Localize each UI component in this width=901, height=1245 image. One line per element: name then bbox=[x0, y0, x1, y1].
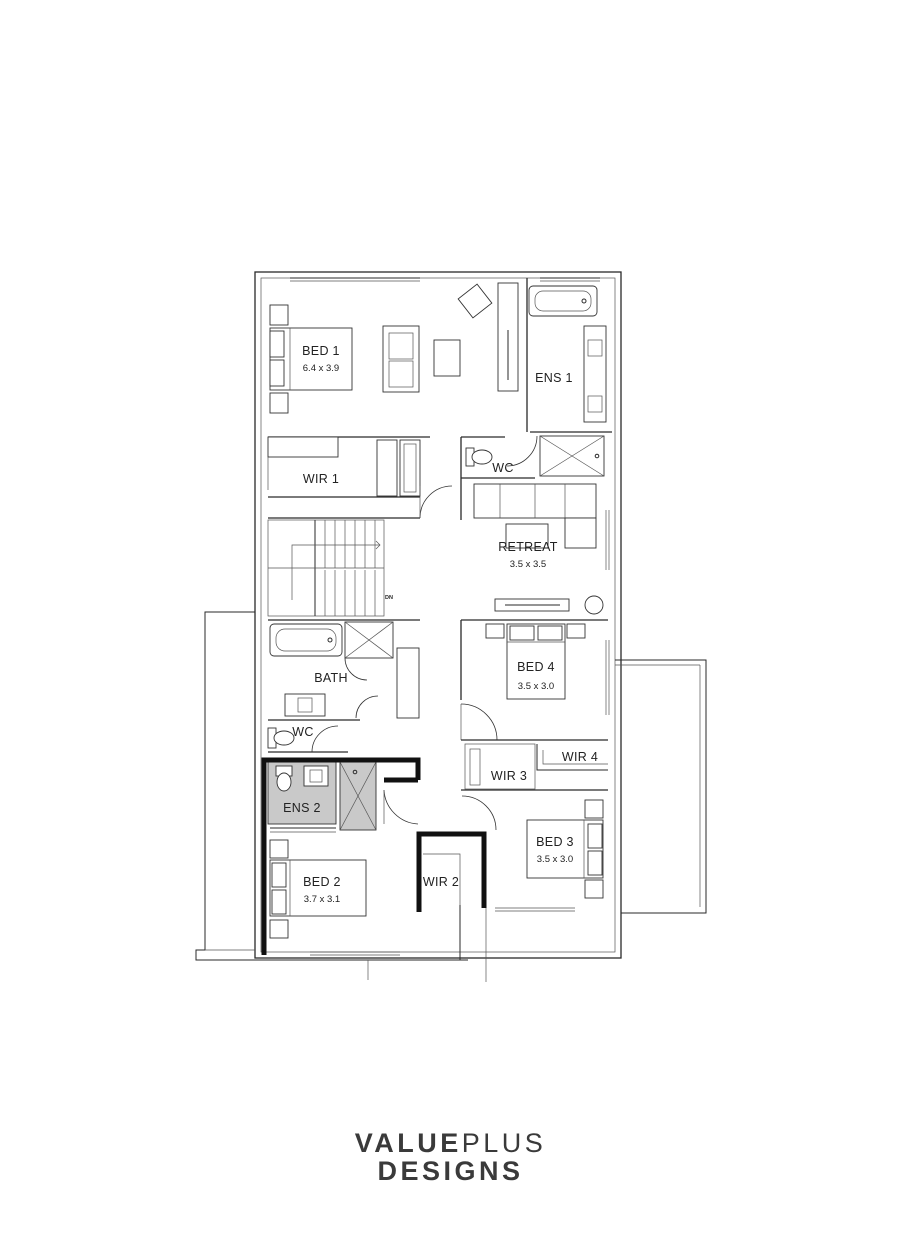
wir3-label: WIR 3 bbox=[491, 769, 527, 783]
wir4-room: WIR 4 bbox=[536, 744, 608, 771]
wir3-room: WIR 3 bbox=[461, 743, 608, 791]
stair: DN bbox=[267, 519, 393, 617]
brand-value: VALUE bbox=[354, 1128, 462, 1158]
brand-logo-line2: DESIGNS bbox=[377, 1156, 524, 1186]
wc-lower-toilet bbox=[273, 730, 295, 746]
retreat-table bbox=[505, 523, 549, 549]
ens2-label: ENS 2 bbox=[283, 801, 321, 815]
bed2-label: BED 2 bbox=[303, 875, 341, 889]
bed1-armchair bbox=[457, 283, 493, 319]
bed3-room: BED 3 3.5 x 3.0 bbox=[526, 799, 604, 899]
retreat-dims: 3.5 x 3.5 bbox=[510, 559, 546, 570]
wir1-label: WIR 1 bbox=[303, 472, 339, 486]
bath-tub bbox=[269, 623, 343, 657]
bed4-dims: 3.5 x 3.0 bbox=[518, 681, 554, 692]
retreat-room: RETREAT 3.5 x 3.5 bbox=[461, 483, 608, 621]
bed4-label: BED 4 bbox=[517, 660, 555, 674]
wc-lower-label: WC bbox=[292, 725, 313, 739]
bed2-room: BED 2 3.7 x 3.1 bbox=[269, 839, 367, 939]
ens1-label: ENS 1 bbox=[535, 371, 573, 385]
retreat-plant bbox=[584, 595, 604, 615]
wir1-room: WIR 1 bbox=[267, 436, 453, 519]
ens2-room: ENS 2 bbox=[267, 761, 377, 833]
bed2-dims: 3.7 x 3.1 bbox=[304, 894, 340, 905]
wir4-label: WIR 4 bbox=[562, 750, 598, 764]
wir2-room: WIR 2 bbox=[423, 853, 461, 905]
ens1-vanity bbox=[583, 325, 607, 423]
wc-upper-toilet bbox=[471, 449, 493, 465]
brand-logo-line1: VALUEPLUS bbox=[0, 1128, 901, 1159]
bed3-dims: 3.5 x 3.0 bbox=[537, 854, 573, 865]
ens1-room: ENS 1 bbox=[526, 278, 612, 433]
bath-label: BATH bbox=[314, 671, 348, 685]
ens2-toilet bbox=[276, 772, 292, 792]
outer-walls bbox=[195, 271, 707, 982]
brand-plus: PLUS bbox=[461, 1128, 547, 1158]
bed1-label: BED 1 bbox=[302, 344, 340, 358]
bed1-ottoman bbox=[433, 339, 461, 377]
landing-doors bbox=[383, 703, 498, 831]
retreat-label: RETREAT bbox=[498, 540, 558, 554]
bath-vanity bbox=[284, 693, 326, 717]
stair-treads bbox=[324, 520, 376, 616]
wc-lower-room: WC bbox=[267, 725, 348, 753]
wc-upper-label: WC bbox=[492, 461, 513, 475]
bath-room: BATH bbox=[268, 619, 420, 721]
stair-dn-label: DN bbox=[385, 595, 393, 601]
bed4-room: BED 4 3.5 x 3.0 bbox=[460, 620, 608, 741]
wir2-label: WIR 2 bbox=[423, 875, 459, 889]
ens2-vanity bbox=[303, 765, 329, 787]
wc-upper-room: WC bbox=[460, 435, 605, 520]
bed1-room: BED 1 6.4 x 3.9 bbox=[268, 282, 519, 438]
ens1-bath bbox=[528, 285, 598, 317]
bed3-label: BED 3 bbox=[536, 835, 574, 849]
highlight-walls bbox=[261, 757, 487, 955]
bed1-dims: 6.4 x 3.9 bbox=[303, 363, 339, 374]
